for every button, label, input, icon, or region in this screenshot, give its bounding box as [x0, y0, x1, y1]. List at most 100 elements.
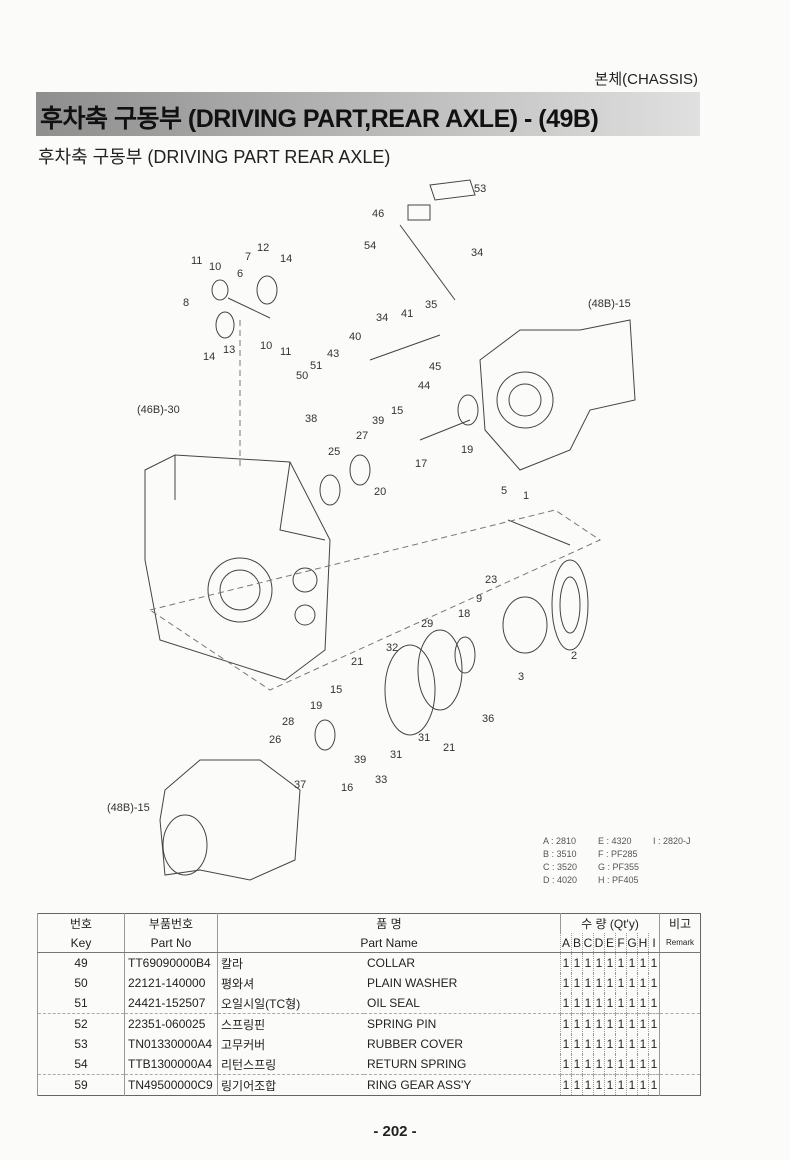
header-model-i: I: [648, 933, 660, 953]
shaft-and-gears-drawing: [211, 179, 571, 751]
row-qty-c: 1: [582, 1054, 594, 1075]
row-qty-g: 1: [626, 1034, 638, 1054]
row-name-en: RETURN SPRING: [367, 1057, 467, 1071]
row-qty-b: 1: [571, 1054, 583, 1075]
row-qty-i: 1: [648, 1013, 660, 1034]
row-qty-e: 1: [604, 1054, 616, 1075]
callout: 6: [237, 268, 244, 280]
row-remark: [659, 1054, 701, 1075]
row-name-ko: 평와셔: [217, 973, 364, 993]
callout: 2: [571, 650, 578, 662]
row-key: 54: [37, 1054, 125, 1075]
callout: 20: [374, 486, 387, 498]
row-name-en: PLAIN WASHER: [367, 976, 458, 990]
callout: 21: [443, 742, 456, 754]
row-qty-f: 1: [615, 1054, 627, 1075]
callout-reference: (48B)-15: [588, 298, 631, 310]
callout: 13: [223, 344, 236, 356]
legend-item: E : 4320: [598, 836, 632, 846]
callout: 34: [376, 312, 389, 324]
callout: 26: [269, 734, 282, 746]
row-name-ko: 리턴스프링: [217, 1054, 364, 1075]
header-key-en: Key: [37, 933, 125, 953]
row-qty-a: 1: [560, 1074, 572, 1096]
row-qty-c: 1: [582, 1034, 594, 1054]
diagram-subtitle: 후차축 구동부 (DRIVING PART REAR AXLE): [38, 147, 391, 167]
callout: 15: [391, 405, 404, 417]
legend-item: G : PF355: [598, 862, 640, 872]
callout: 17: [415, 458, 428, 470]
callout: 46: [372, 208, 385, 220]
row-part-no: 22121-140000: [124, 973, 218, 993]
row-key: 50: [37, 973, 125, 993]
callout: 44: [418, 380, 431, 392]
row-qty-d: 1: [593, 973, 605, 993]
row-name-en: RING GEAR ASS'Y: [364, 1074, 561, 1096]
callout: 23: [485, 574, 498, 586]
section-label: 본체(CHASSIS): [594, 71, 698, 88]
page-number: - 202 -: [373, 1123, 417, 1140]
title-banner: 후차축 구동부 (DRIVING PART,REAR AXLE) - (49B): [36, 92, 700, 136]
row-part-no: TN49500000C9: [124, 1074, 218, 1096]
callout: 3: [518, 671, 525, 683]
header-model-g: G: [626, 933, 638, 953]
row-name-ko: 칼라: [217, 952, 364, 973]
row-name-ko: 오일시일(TC형): [217, 993, 364, 1014]
row-key: 59: [37, 1074, 125, 1096]
ring-gear-drawing: [502, 559, 589, 654]
legend-item: F : PF285: [598, 849, 638, 859]
row-qty-g: 1: [626, 973, 638, 993]
rear-axle-housing-right-drawing: [479, 319, 636, 471]
row-qty-g: 1: [626, 1013, 638, 1034]
header-model-h: H: [637, 933, 649, 953]
row-key: 53: [37, 1034, 125, 1054]
callout: 36: [482, 713, 495, 725]
header-name-ko: 품 명: [217, 913, 561, 933]
callout-reference: (46B)-30: [137, 404, 180, 416]
row-qty-h: 1: [637, 1013, 649, 1034]
header-key-ko: 번호: [37, 913, 125, 933]
row-qty-g: 1: [626, 1054, 638, 1075]
row-qty-h: 1: [637, 993, 649, 1014]
row-remark: [659, 993, 701, 1014]
row-qty-d: 1: [593, 1074, 605, 1096]
row-name-en: OIL SEAL: [367, 996, 420, 1010]
row-qty-h: 1: [637, 1054, 649, 1075]
row-qty-d: 1: [593, 1054, 605, 1075]
callout: 54: [364, 240, 377, 252]
callout: 29: [421, 618, 434, 630]
row-qty-b: 1: [571, 993, 583, 1014]
row-qty-d: 1: [593, 952, 605, 973]
callout: 1: [523, 490, 530, 502]
header-partno-ko: 부품번호: [124, 913, 218, 933]
row-qty-b: 1: [571, 952, 583, 973]
row-name-ko: 스프링핀: [217, 1013, 364, 1034]
row-qty-e: 1: [604, 952, 616, 973]
row-part-no: TTB1300000A4: [124, 1054, 218, 1075]
row-qty-f: 1: [615, 973, 627, 993]
callout: 43: [327, 348, 340, 360]
row-qty-i: 1: [648, 1034, 660, 1054]
callout: 31: [418, 732, 431, 744]
row-qty-h: 1: [637, 973, 649, 993]
row-qty-g: 1: [626, 952, 638, 973]
header-model-e: E: [604, 933, 616, 953]
row-qty-g: 1: [626, 993, 638, 1014]
row-part-no: 22351-060025: [124, 1013, 218, 1034]
row-qty-d: 1: [593, 993, 605, 1014]
callout: 7: [245, 251, 252, 263]
row-qty-h: 1: [637, 1074, 649, 1096]
row-qty-a: 1: [560, 1054, 572, 1075]
row-name-en: RUBBER COVER: [367, 1037, 464, 1051]
row-remark: [659, 1074, 701, 1096]
callout: 25: [328, 446, 341, 458]
row-qty-f: 1: [615, 1013, 627, 1034]
row-key: 52: [37, 1013, 125, 1034]
callout-reference: (48B)-15: [107, 802, 150, 814]
